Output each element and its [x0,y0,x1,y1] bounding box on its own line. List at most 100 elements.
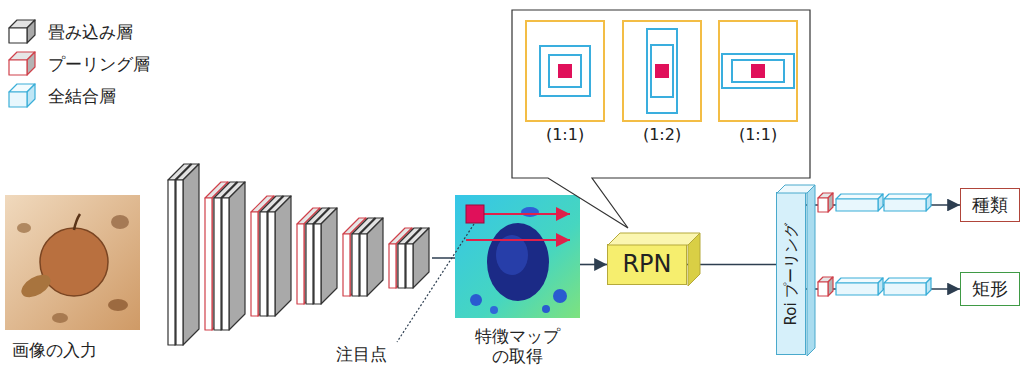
callout-bubble [512,10,810,228]
connector-group [580,205,960,289]
legend-row: 全結合層 [6,80,150,112]
fc-layer-face [836,283,878,295]
node-text: RPN [622,250,671,279]
fc-layer [836,278,883,295]
fc-layer-face [836,278,883,283]
pool-layer-face [389,244,396,288]
node-text: (1:1) [739,125,777,144]
caption-label: 注目点 [336,344,387,364]
heat-blob [490,306,498,314]
heat-blob [470,294,482,306]
fc-layer-face [926,278,931,295]
cnn-stack [168,164,429,345]
roi-pooling-box: Roi プーリング [776,192,806,355]
leader-line [397,224,474,342]
legend-cube [9,52,35,75]
box-face [807,185,815,356]
box-face [688,233,700,286]
conv-layer-face [229,182,245,330]
image-ground [5,195,140,330]
pool-layer-face [818,198,828,212]
shell [17,223,31,233]
scan-arrow [484,213,570,215]
conv-layer-face [352,234,359,296]
fc-layer-face [836,194,883,199]
conv-layer-face [214,198,221,330]
anchor-1-1 [540,46,590,96]
pool-layer-face [818,282,828,296]
pool-layer-face [343,234,350,296]
conv-layer [406,228,429,288]
legend-swatch [6,81,42,111]
shell [52,313,68,323]
conv-layer [360,218,383,296]
legend-text: プーリング層 [48,54,150,74]
conv-layer-face [314,224,321,304]
legend-cube-face [9,92,27,107]
heat-blob [521,207,539,217]
pool-layer-face [258,196,274,316]
node-text: 矩形 [972,278,1008,300]
scan-arrow [466,239,570,241]
leaf [18,270,55,302]
focus-point [466,205,484,223]
conv-layer [314,208,337,304]
anchor-center [655,64,669,78]
caption-label: 画像の入力 [12,340,97,360]
legend-cube-face [27,84,35,107]
legend-row: 畳み込み層 [6,16,150,48]
pool-layer [818,193,833,212]
pool-layer-face [828,193,833,212]
rpn-box: RPN [607,244,687,285]
anchor-box [722,54,794,88]
pool-layer [818,277,833,296]
anchor-box [732,60,784,82]
input-image [5,195,140,330]
anchor-panel: (1:2) [622,20,702,122]
heat-blob [553,289,567,303]
conv-layer-face [275,196,291,316]
legend-swatch [6,49,42,79]
anchor-1-2 [647,29,677,113]
anchor-box [549,55,581,87]
pool-layer-face [251,212,258,316]
apple-stem [74,214,80,230]
fc-layer [884,194,931,211]
conv-layer-face [413,228,429,288]
legend-text: 畳み込み層 [48,22,133,42]
anchor-box [647,29,677,113]
apple [40,228,108,296]
anchor-box [651,45,673,97]
box-depth [777,193,778,194]
pool-layer [205,182,228,330]
conv-layer-face [360,234,367,296]
pool-layer-face [205,198,212,330]
box-depth [608,245,609,246]
head-layers [818,193,931,296]
shell [108,299,128,311]
pool-layer-face [212,182,228,330]
legend-cube-face [9,60,27,75]
feature-map: 特徴マップ の取得 [455,195,580,318]
conv-layer-face [367,218,383,296]
node-text: (1:2) [643,125,681,144]
anchor-center [751,64,765,78]
fc-layer-face [884,199,926,211]
heatmap-ground [455,195,580,318]
node-text: 特徴マップ の取得 [468,326,568,367]
feature-map-image [455,195,580,318]
node-text: (1:1) [546,125,584,144]
legend: 畳み込み層プーリング層全結合層 [6,16,150,112]
fc-layer [836,194,883,211]
node-text: Roi プーリング [782,222,800,325]
heat-blob [542,305,550,313]
connector [580,264,607,266]
legend-cube-face [27,52,35,75]
fc-layer-face [878,278,883,295]
conv-layer-face [176,180,183,345]
conv-layer-face [406,244,413,288]
box-face [608,233,700,245]
anchor-box [540,46,590,96]
pool-layer-face [297,224,304,304]
